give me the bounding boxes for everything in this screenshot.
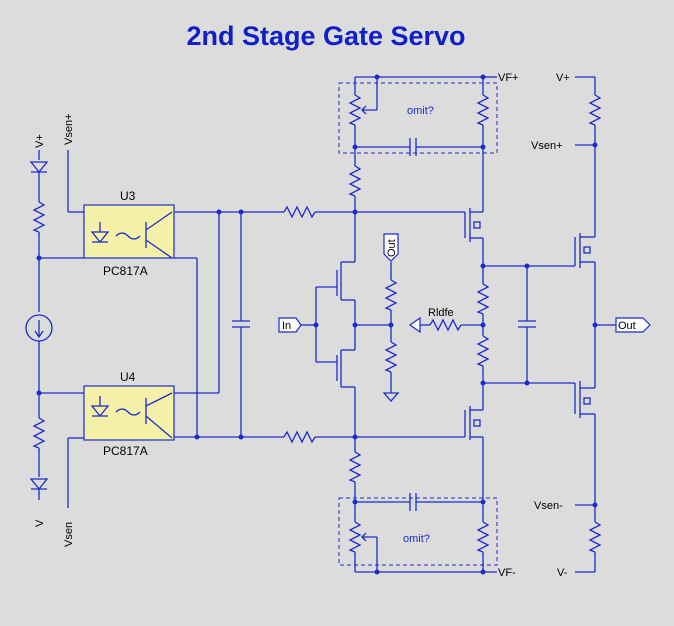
- out-port-right: [615, 317, 651, 333]
- left-supply-chain: [25, 150, 84, 500]
- in-port-label: In: [282, 320, 291, 332]
- vsen-minus-right-label: Vsen-: [534, 500, 563, 512]
- center-gate-network: [300, 147, 465, 502]
- omit-bottom-region: [338, 497, 498, 566]
- v-left-label: V: [34, 519, 46, 527]
- omit-bottom-label: omit?: [403, 533, 430, 545]
- bottom-omit-network: [348, 437, 497, 575]
- vplus-right-label: V+: [556, 72, 570, 84]
- top-omit-network: [348, 74, 497, 212]
- u3-part-label: PC817A: [103, 264, 148, 278]
- rldfe-label: Rldfe: [428, 307, 454, 319]
- optocoupler-u4: [83, 385, 175, 441]
- out-port-right-label: Out: [618, 320, 636, 332]
- omit-top-region: [338, 82, 498, 154]
- vsen-plus-left-label: Vsen+: [63, 114, 75, 146]
- vplus-left-label: V+: [34, 134, 46, 148]
- rldfe-resistor: [408, 316, 486, 334]
- omit-top-label: omit?: [407, 105, 434, 117]
- vf-minus-label: VF-: [498, 567, 516, 579]
- vminus-right-label: V-: [557, 567, 568, 579]
- optocoupler-u3: [83, 204, 175, 259]
- u4-ref-label: U4: [120, 370, 136, 384]
- opto-output-wiring: [174, 205, 355, 444]
- u3-ref-label: U3: [120, 189, 136, 203]
- driver-mosfets: [464, 208, 490, 440]
- output-stage: [483, 76, 616, 573]
- in-port: [278, 317, 302, 333]
- out-port-top: [383, 233, 399, 262]
- out-port-top-label: Out: [386, 239, 398, 257]
- page-title: 2nd Stage Gate Servo: [186, 21, 465, 51]
- vsen-left-label: Vsen: [63, 522, 75, 547]
- vsen-plus-right-label: Vsen+: [531, 140, 563, 152]
- u4-part-label: PC817A: [103, 444, 148, 458]
- vf-plus-label: VF+: [498, 72, 518, 84]
